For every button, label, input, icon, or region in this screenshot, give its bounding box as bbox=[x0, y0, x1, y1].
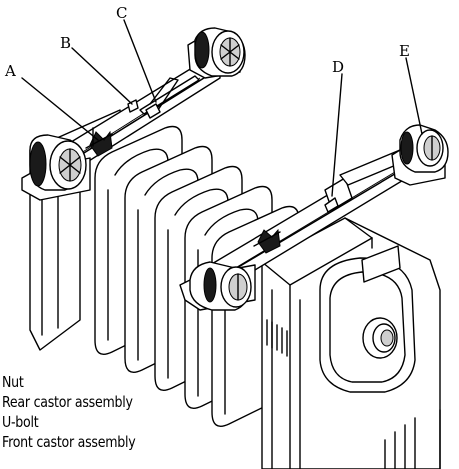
callout-e: E bbox=[399, 42, 410, 60]
parts-legend: Nut Rear castor assembly U-bolt Front ca… bbox=[2, 372, 254, 452]
front-castor-right bbox=[391, 124, 449, 186]
leader-e bbox=[405, 57, 423, 135]
front-castor-left bbox=[179, 261, 256, 311]
legend-item-u-bolt: U-bolt bbox=[2, 413, 39, 431]
leader-d bbox=[331, 73, 343, 197]
legend-item-rear-castor: Rear castor assembly bbox=[2, 393, 133, 411]
leader-b bbox=[71, 47, 133, 105]
callout-d: D bbox=[332, 58, 344, 76]
leader-c bbox=[123, 19, 157, 103]
rear-castor-assembly bbox=[21, 27, 246, 201]
wing-nut-front bbox=[253, 228, 281, 254]
leader-a bbox=[21, 77, 99, 141]
front-castor-assembly bbox=[179, 124, 449, 311]
callout-lines bbox=[21, 19, 423, 197]
callout-c: C bbox=[116, 4, 127, 22]
legend-item-nut: Nut bbox=[2, 373, 24, 391]
rear-castor-left bbox=[21, 134, 91, 201]
legend-item-front-castor: Front castor assembly bbox=[2, 433, 136, 451]
thermostat-knob bbox=[362, 317, 398, 359]
rear-castor-right bbox=[187, 27, 246, 79]
callout-b: B bbox=[60, 34, 71, 52]
callout-a: A bbox=[4, 62, 16, 80]
control-housing bbox=[261, 217, 441, 469]
vent-slots bbox=[266, 319, 288, 357]
